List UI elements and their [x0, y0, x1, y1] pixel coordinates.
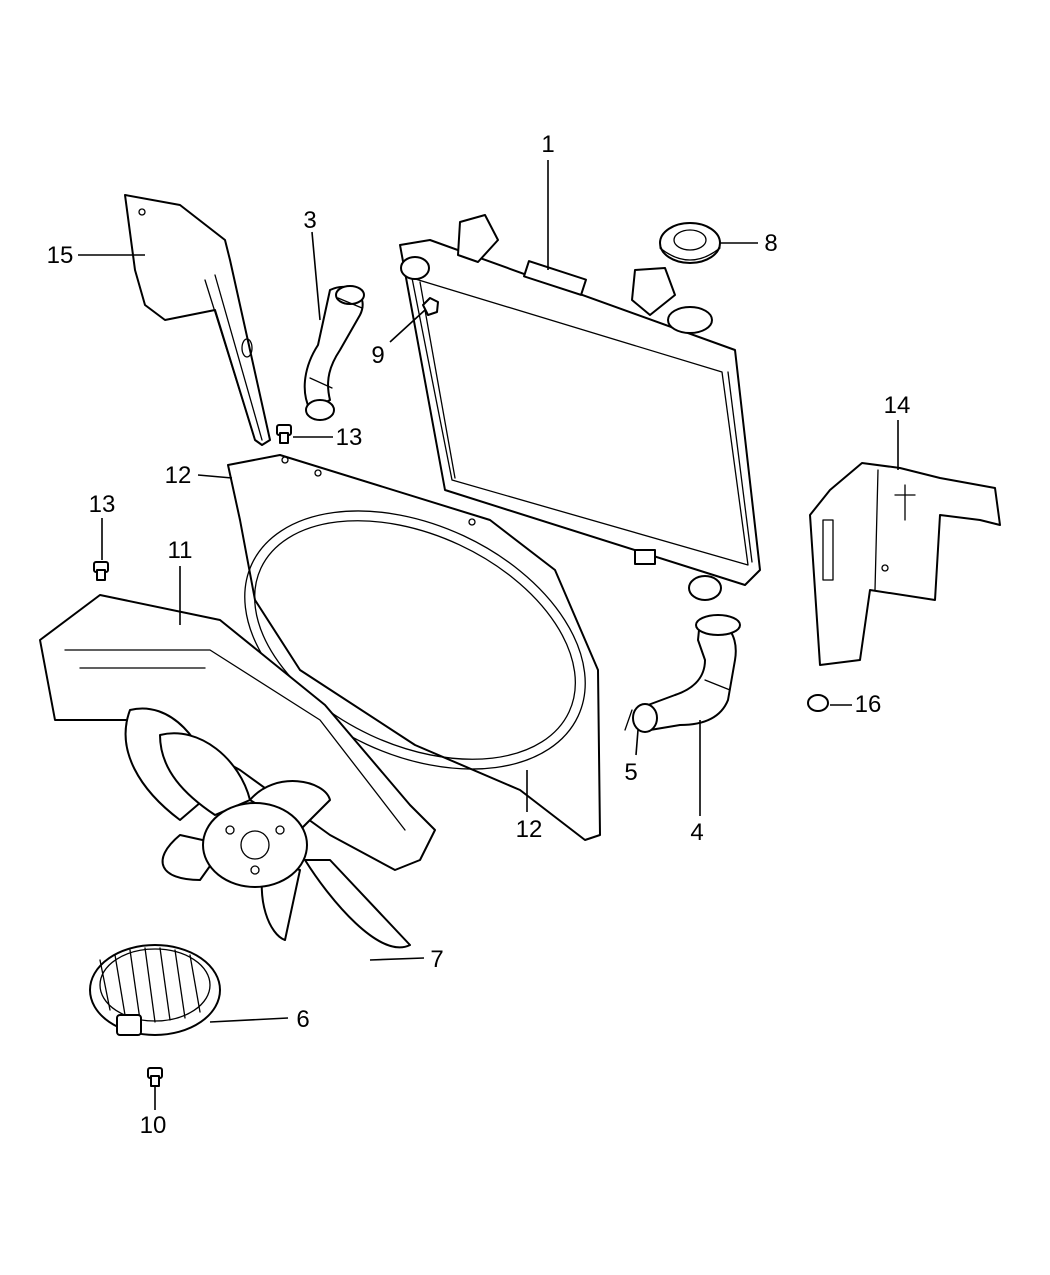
callout-labels: 1 3 4 5 6 7 8 9 10 11 12 12 13 13 14 15 …	[47, 131, 911, 1139]
callout-6: 6	[296, 1006, 309, 1033]
fan-blades	[124, 707, 411, 949]
fan-shroud	[227, 454, 601, 841]
fan-clutch	[89, 944, 221, 1036]
hose-clamp	[624, 703, 658, 733]
callout-12-top: 12	[165, 462, 192, 489]
radiator	[399, 214, 761, 601]
callout-5: 5	[624, 759, 637, 786]
lower-radiator-hose	[639, 614, 741, 731]
nut-9	[422, 297, 439, 316]
bolt-13-upper	[276, 424, 292, 444]
bolt-10	[147, 1067, 163, 1087]
callout-3: 3	[303, 207, 316, 234]
push-pin-16	[807, 694, 829, 712]
air-deflector-right	[809, 462, 1001, 666]
callout-14: 14	[884, 392, 911, 419]
callout-12-bottom: 12	[516, 816, 543, 843]
callout-13-upper: 13	[336, 424, 363, 451]
bolt-13-left	[93, 561, 109, 581]
callout-7: 7	[430, 946, 443, 973]
callout-9: 9	[371, 342, 384, 369]
radiator-cap	[659, 222, 721, 264]
air-deflector-left	[124, 194, 271, 446]
callout-11: 11	[168, 537, 193, 564]
callout-15: 15	[47, 242, 74, 269]
upper-radiator-hose	[303, 285, 365, 421]
leader-lines	[78, 160, 899, 1110]
callout-16: 16	[855, 691, 882, 718]
callout-1: 1	[541, 131, 554, 158]
callout-4: 4	[690, 819, 703, 846]
callout-8: 8	[764, 230, 777, 257]
callout-10: 10	[140, 1112, 167, 1139]
callout-13-left: 13	[89, 491, 116, 518]
